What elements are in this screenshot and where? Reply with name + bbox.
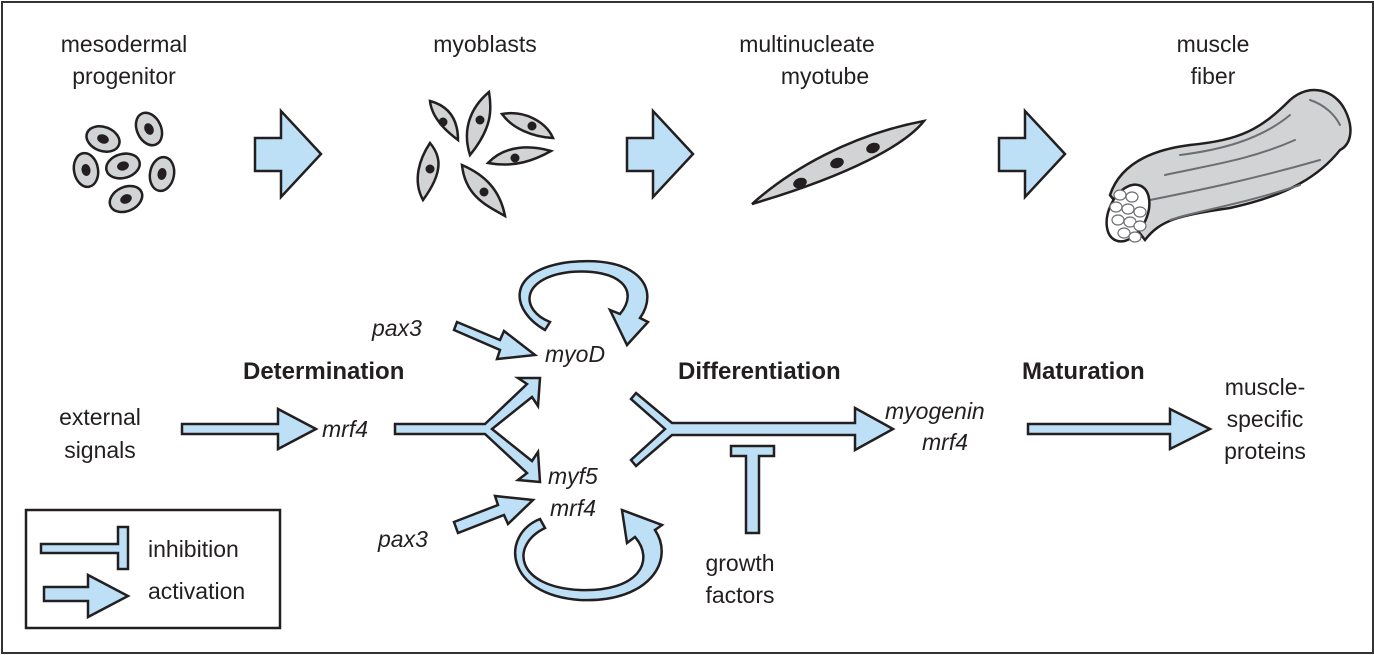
activation-branch-mrf4-to-myod-myf5 (393, 376, 542, 484)
activation-arrow-signals-to-mrf4 (180, 406, 319, 452)
stage-label-myotube-line1: multinucleate (739, 31, 875, 57)
activation-arrow-pax3-to-myod (452, 320, 539, 361)
node-pax3-bottom: pax3 (377, 526, 428, 552)
node-myod: myoD (545, 341, 605, 367)
node-myogenin: myogenin (885, 398, 985, 424)
node-myf5: myf5 (548, 463, 598, 489)
node-muscle-specific-line1: muscle- (1225, 374, 1306, 400)
stage-arrow-2 (625, 107, 695, 201)
autoregulation-loop-myod (518, 259, 651, 348)
autoregulation-loop-myf5 (514, 508, 665, 602)
legend-activation-label: activation (148, 578, 245, 604)
legend-box (24, 508, 282, 630)
stage-label-progenitor-line2: progenitor (72, 63, 176, 89)
node-growth-factors-line1: growth (705, 550, 774, 576)
myotube-icon (751, 119, 928, 206)
stage-arrow-1 (253, 107, 323, 201)
activation-arrow-to-myogenin (629, 391, 896, 468)
stage-label-fiber-line1: muscle (1177, 31, 1250, 57)
legend-inhibition-icon (39, 525, 130, 571)
node-external-signals-line1: external (59, 404, 141, 430)
stage-label-fiber-line2: fiber (1191, 63, 1236, 89)
muscle-fiber-icon (1105, 88, 1352, 243)
node-growth-factors-line2: factors (705, 582, 774, 608)
stage-arrow-3 (997, 107, 1067, 201)
progenitor-cells-icon (72, 111, 176, 214)
legend-activation-icon (42, 572, 131, 620)
phase-label-determination: Determination (243, 358, 404, 385)
phase-label-differentiation: Differentiation (678, 358, 841, 385)
node-mrf4-myf5: mrf4 (550, 495, 596, 521)
stage-label-progenitor-line1: mesodermal (61, 31, 188, 57)
phase-label-maturation: Maturation (1022, 358, 1145, 385)
node-mrf4-determination: mrf4 (322, 416, 368, 442)
node-pax3-top: pax3 (371, 315, 422, 341)
stage-label-myoblasts: myoblasts (433, 31, 537, 57)
node-muscle-specific-line3: proteins (1224, 438, 1306, 464)
activation-arrow-pax3-to-myf5 (452, 494, 536, 535)
node-muscle-specific-line2: specific (1227, 406, 1304, 432)
inhibition-arrow-growth-factors (729, 444, 776, 535)
myoblasts-icon (416, 89, 555, 219)
legend-inhibition-label: inhibition (148, 536, 239, 562)
legend: inhibition activation (24, 508, 282, 630)
node-external-signals-line2: signals (64, 437, 136, 463)
stage-label-myotube-line2: myotube (781, 63, 869, 89)
node-mrf4-myogenin: mrf4 (922, 429, 968, 455)
activation-arrow-to-proteins (1026, 406, 1213, 452)
